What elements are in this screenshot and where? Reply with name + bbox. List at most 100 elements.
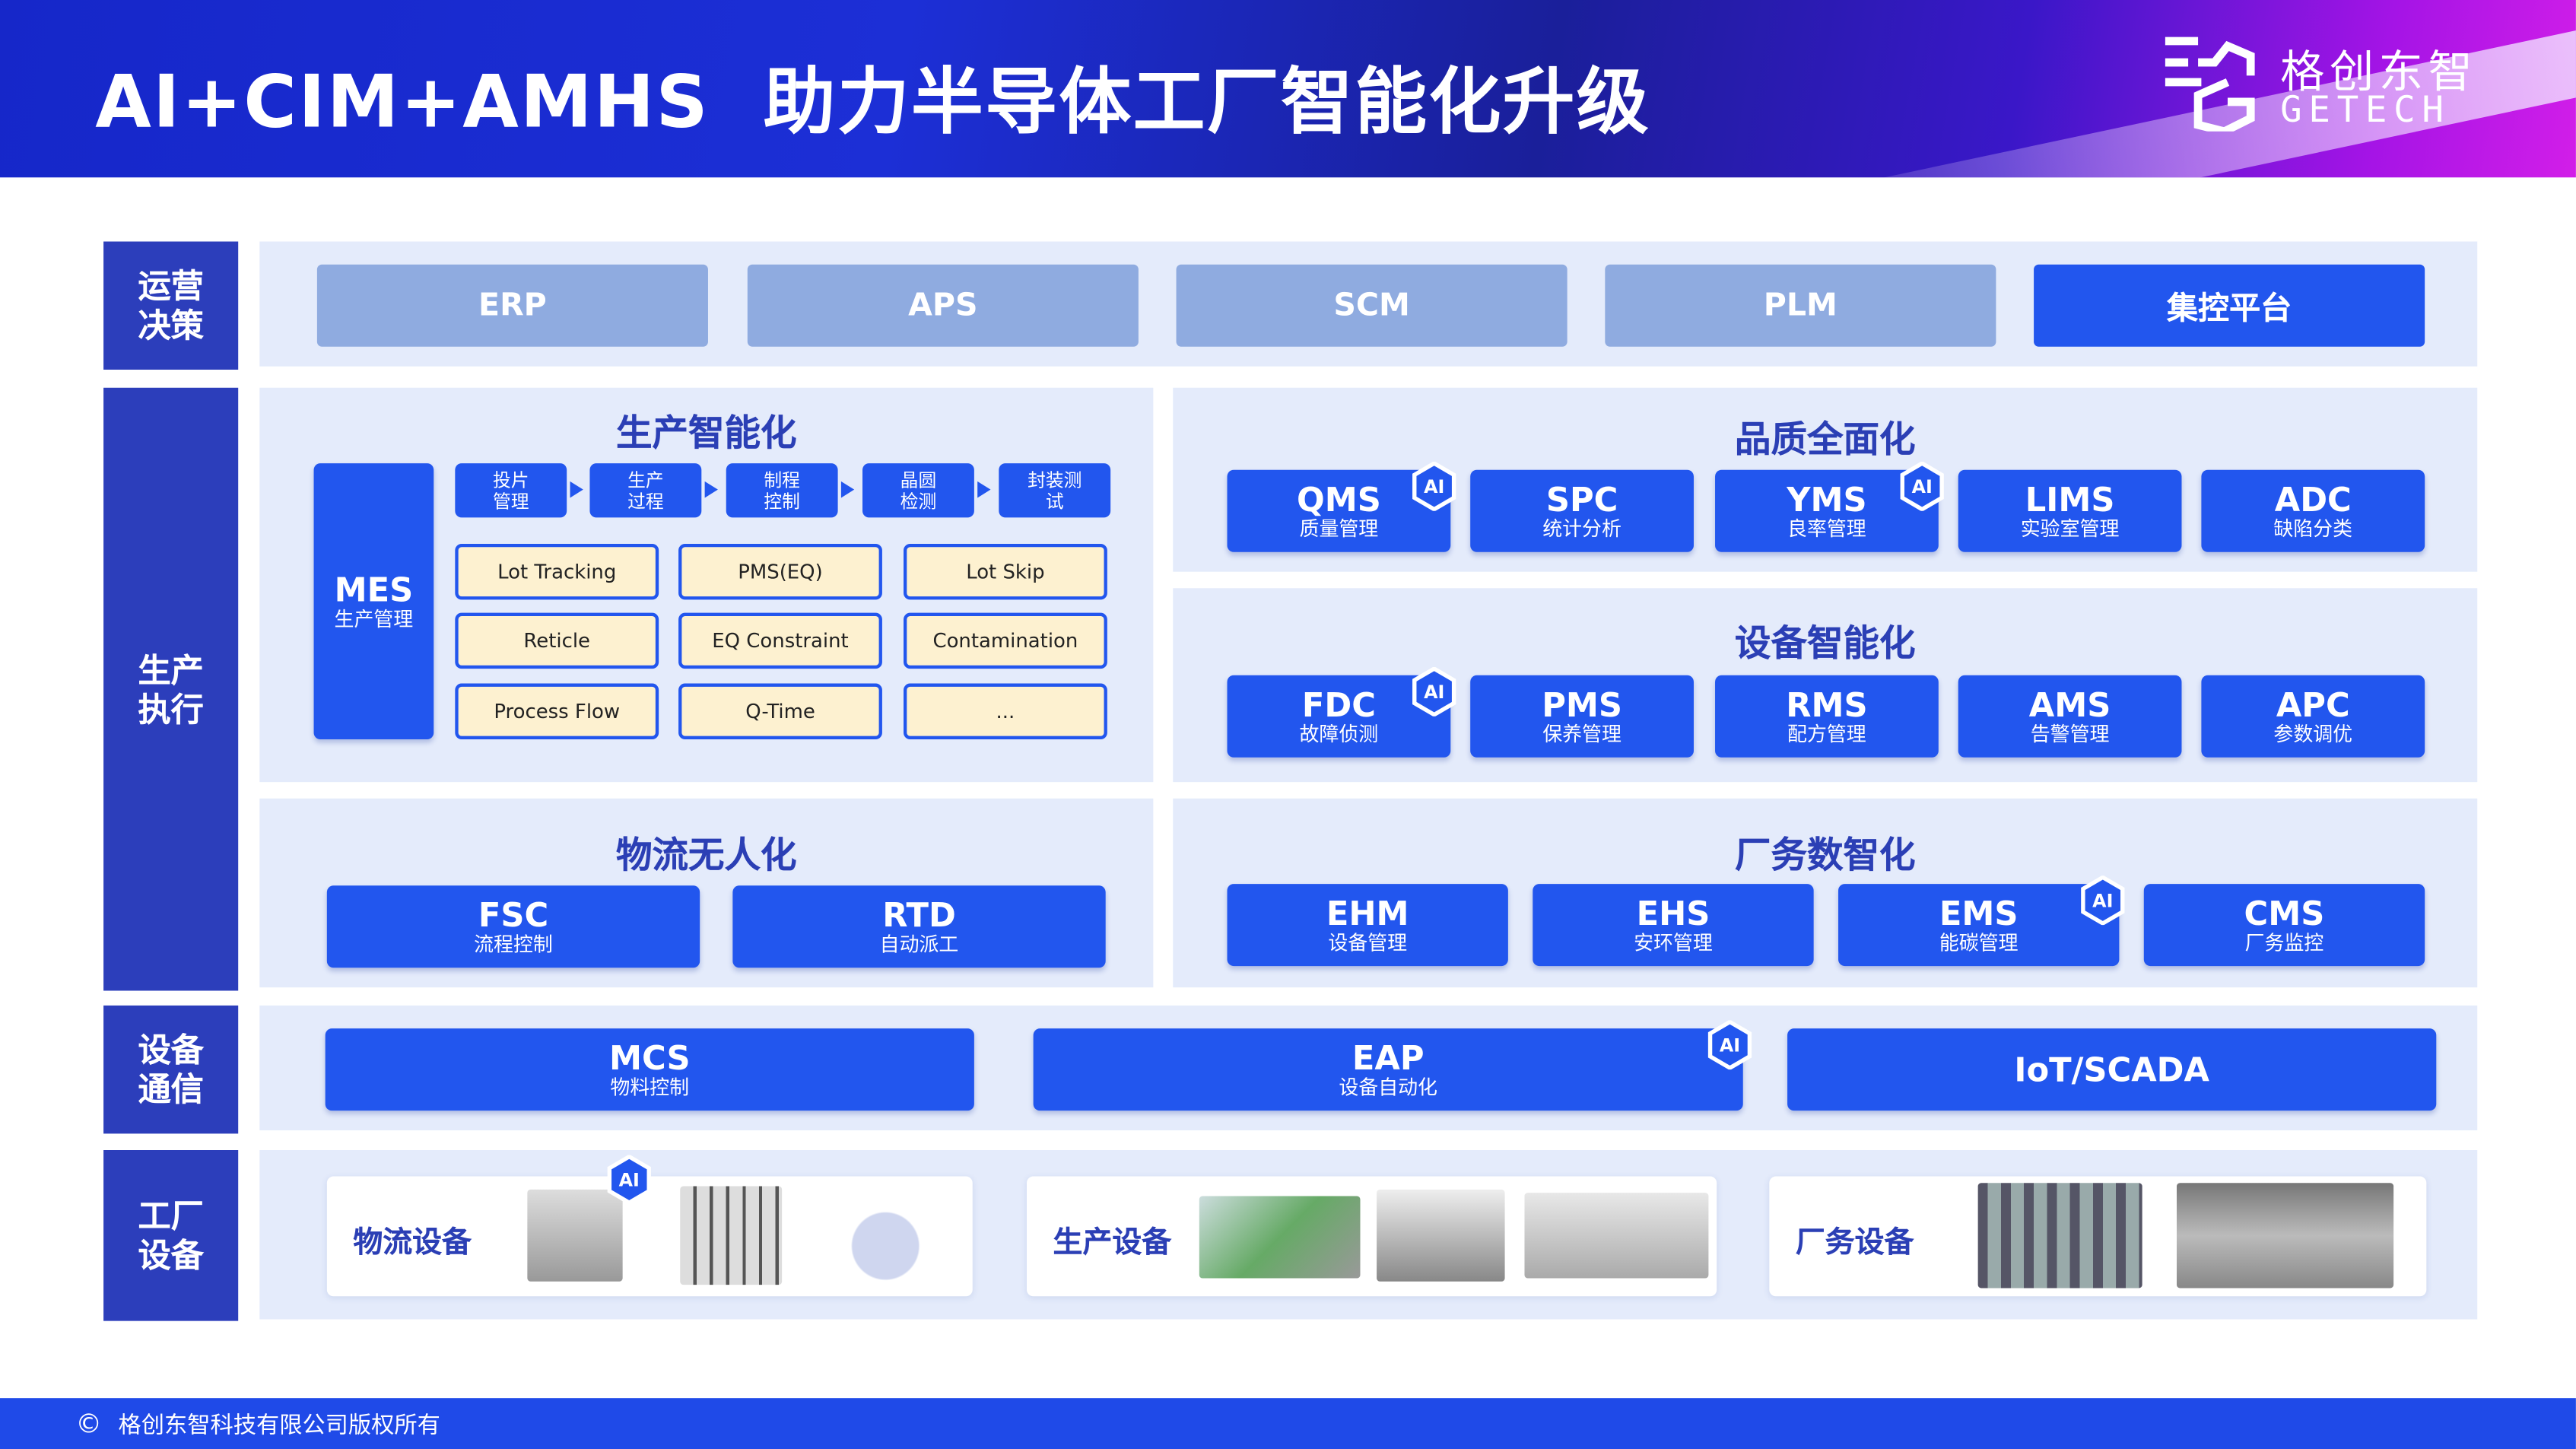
module-name: RTD [882,895,956,934]
quality-title: 品质全面化 [1734,420,1916,462]
ehs-button[interactable]: EHS 安环管理 [1533,884,1814,967]
ems-button[interactable]: EMS 能碳管理 [1838,884,2120,967]
lims-button[interactable]: LIMS 实验室管理 [1958,469,2182,552]
module-name: RMS [1786,684,1868,724]
erp-button[interactable]: ERP [316,264,708,347]
module-desc: 缺陷分类 [2273,516,2353,540]
module-name: FDC [1301,684,1376,724]
module-name: EHS [1636,892,1710,933]
robot-image [833,1183,939,1289]
ehm-button[interactable]: EHM 设备管理 [1227,884,1508,967]
scm-button[interactable]: SCM [1176,264,1568,347]
production-title: 生产智能化 [615,414,797,456]
aps-button[interactable]: APS [747,264,1139,347]
row-label-exec: 生产 执行 [103,387,239,991]
module-desc: 参数调优 [2273,722,2353,745]
cms-button[interactable]: CMS 厂务监控 [2143,884,2425,967]
module-desc: 设备管理 [1328,930,1408,954]
svg-text:AI: AI [1424,476,1444,497]
apc-button[interactable]: APC 参数调优 [2201,675,2425,758]
page-title: AI+CIM+AMHS 助力半导体工厂智能化升级 [95,60,1650,145]
plm-button[interactable]: PLM [1605,264,1996,347]
rms-button[interactable]: RMS 配方管理 [1715,675,1939,758]
svg-text:AI: AI [1720,1034,1740,1056]
module-desc: 良率管理 [1787,516,1866,540]
mes-feature[interactable]: Reticle [455,612,659,669]
row-label-ops: 运营 决策 [103,241,239,370]
mes-button[interactable]: MES 生产管理 [313,463,434,740]
iot-scada-button[interactable]: IoT/SCADA [1787,1028,2437,1111]
svg-text:AI: AI [2092,890,2113,911]
eap-button[interactable]: EAP 设备自动化 [1033,1028,1743,1111]
ai-badge-icon: AI [1899,460,1945,512]
mes-feature[interactable]: Lot Tracking [455,543,659,600]
mcs-button[interactable]: MCS 物料控制 [325,1028,974,1111]
rtd-button[interactable]: RTD 自动派工 [732,885,1106,968]
production-devices-card: 生产设备 [1027,1176,1717,1297]
module-name: LIMS [2025,478,2115,519]
wafer-tool-image [1377,1189,1505,1282]
mes-feature[interactable]: Process Flow [455,683,659,740]
module-name: PMS [1542,684,1622,724]
module-name: IoT/SCADA [2014,1050,2209,1090]
qms-button[interactable]: QMS 质量管理 [1227,469,1451,552]
module-name: EMS [1939,892,2019,933]
ams-button[interactable]: AMS 告警管理 [1958,675,2182,758]
module-desc: 告警管理 [2030,722,2110,745]
module-name: EHM [1326,892,1409,933]
mes-feature[interactable]: Contamination [904,612,1107,669]
module-name: EAP [1352,1037,1425,1077]
mes-feature[interactable]: PMS(EQ) [678,543,882,600]
module-name: APC [2276,684,2350,724]
header-banner [0,0,2576,178]
logo-text-cn: 格创东智 [2280,47,2478,99]
process-step[interactable]: 生产 过程 [589,463,702,518]
module-desc: 能碳管理 [1939,930,2019,954]
svg-text:AI: AI [1912,476,1933,497]
rack-image [680,1186,783,1285]
ai-badge-icon: AI [1411,460,1456,512]
fsc-button[interactable]: FSC 流程控制 [326,885,700,968]
module-desc: 自动派工 [879,932,959,956]
adc-button[interactable]: ADC 缺陷分类 [2201,469,2425,552]
process-step[interactable]: 制程 控制 [726,463,838,518]
module-desc: 质量管理 [1299,516,1379,540]
getech-logo-icon [2165,37,2255,132]
process-step[interactable]: 晶圆 检测 [862,463,974,518]
module-name: AMS [2028,684,2111,724]
process-step[interactable]: 封装测 试 [999,463,1111,518]
facility-devices-card: 厂务设备 [1769,1176,2427,1297]
mes-feature[interactable]: ... [904,683,1107,740]
equipment-title: 设备智能化 [1734,624,1916,666]
mes-feature[interactable]: EQ Constraint [678,612,882,669]
mes-sub: 生产管理 [334,607,414,631]
logistics-devices-card: 物流设备 [326,1176,973,1297]
pms-button[interactable]: PMS 保养管理 [1470,675,1694,758]
ai-badge-icon: AI [2080,875,2126,926]
arrow-right-icon [977,481,991,498]
module-name: FSC [478,895,549,934]
card-label: 生产设备 [1053,1225,1172,1260]
card-label: 厂务设备 [1795,1225,1914,1260]
mes-feature[interactable]: Q-Time [678,683,882,740]
process-step[interactable]: 投片 管理 [455,463,567,518]
module-name: YMS [1787,478,1867,519]
module-name: QMS [1296,478,1381,519]
control-panel-image [1977,1183,2142,1289]
spc-button[interactable]: SPC 统计分析 [1470,469,1694,552]
svg-text:AI: AI [1424,682,1444,703]
module-desc: 安环管理 [1634,930,1713,954]
arrow-right-icon [570,481,583,498]
module-desc: 设备自动化 [1339,1075,1438,1098]
fab-tool-image [1524,1193,1709,1279]
central-control-button[interactable]: 集控平台 [2034,264,2425,347]
module-desc: 保养管理 [1542,722,1622,745]
mes-feature[interactable]: Lot Skip [904,543,1107,600]
module-desc: 厂务监控 [2244,930,2324,954]
facility-title: 厂务数智化 [1734,836,1916,878]
logo-text-en: GETECH [2280,90,2451,132]
module-desc: 物料控制 [610,1075,690,1098]
module-desc: 流程控制 [474,932,553,956]
ai-badge-icon: AI [1411,666,1456,717]
module-desc: 统计分析 [1542,516,1622,540]
